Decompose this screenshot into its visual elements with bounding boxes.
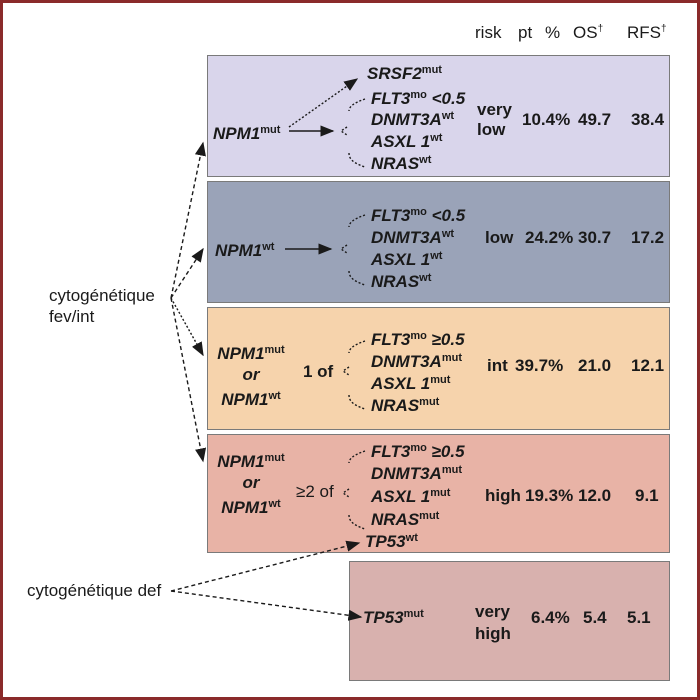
very-low-risk-box [207, 55, 670, 177]
g3-npm-stack: NPM1mut or NPM1wt [217, 452, 285, 517]
header-risk: risk [475, 23, 502, 42]
g2-os: 21.0 [578, 356, 612, 375]
very-high-risk-box [349, 561, 670, 681]
g4-pt-pct: 6.4% [531, 608, 570, 627]
g3-os: 12.0 [578, 486, 612, 505]
header-pct: % [545, 23, 561, 42]
g1-rfs: 17.2 [631, 228, 665, 247]
g0-os: 49.7 [578, 110, 612, 129]
g4-os: 5.4 [583, 608, 607, 627]
tp53-wt-gene: TP53wt [365, 532, 418, 551]
g0-gene-2: ASXL 1wt [371, 132, 443, 151]
arrow-to-npm1mut [170, 141, 206, 299]
g1-gene-1: DNMT3Awt [371, 228, 455, 247]
g2-gene-1: DNMT3Amut [371, 352, 463, 371]
g0-pt-pct: 10.4% [522, 110, 571, 129]
g2-risk: int [487, 356, 508, 375]
arrow-to-npm1wt [170, 247, 204, 299]
g0-gene-0: FLT3mo <0.5 [371, 89, 466, 108]
g3-connector: ≥2 of [296, 482, 334, 501]
g2-gene-2: ASXL 1mut [371, 374, 451, 393]
g4-risk-line1: very [475, 602, 510, 621]
arrow-to-srsf2 [288, 78, 359, 128]
arrow-to-int [170, 297, 204, 357]
g2-pt-pct: 39.7% [515, 356, 564, 375]
header-pt: pt [518, 23, 533, 42]
g1-os: 30.7 [578, 228, 612, 247]
cyto-fev-label-line2: fev/int [49, 307, 95, 326]
connector-arrows [170, 78, 366, 621]
g1-gene-0: FLT3mo <0.5 [371, 206, 466, 225]
g2-npm-stack: NPM1mut or NPM1wt [217, 344, 285, 409]
g3-rfs: 9.1 [635, 486, 659, 505]
g1-gene-3: NRASwt [371, 272, 432, 291]
g0-gene-3: NRASwt [371, 154, 432, 173]
g3-risk: high [485, 486, 521, 505]
g4-rfs: 5.1 [627, 608, 651, 627]
cyto-def-label: cytogénétique def [27, 581, 162, 600]
high-risk-box [207, 434, 670, 553]
g0-risk-line1: very [477, 100, 512, 119]
g0-rfs: 38.4 [631, 110, 665, 129]
arrow-to-tp53mut [170, 590, 363, 621]
g3-gene-2: ASXL 1mut [371, 487, 451, 506]
header-os: OS† [573, 23, 604, 42]
bracket-top [348, 98, 366, 112]
g3-gene-1: DNMT3Amut [371, 464, 463, 483]
tp53-mut-gene: TP53mut [363, 608, 424, 627]
g2-connector: 1 of [303, 362, 334, 381]
arrow-to-tp53wt [170, 540, 361, 592]
g0-gene-1: DNMT3Awt [371, 110, 455, 129]
g2-rfs: 12.1 [631, 356, 665, 375]
npm1-mut-label: NPM1mut [213, 124, 281, 143]
low-risk-box [207, 181, 670, 303]
g1-risk: low [485, 228, 514, 247]
g1-gene-2: ASXL 1wt [371, 250, 443, 269]
g2-gene-0: FLT3mo ≥0.5 [371, 330, 465, 349]
g3-gene-0: FLT3mo ≥0.5 [371, 442, 465, 461]
header-rfs: RFS† [627, 23, 667, 42]
arrow-to-high [170, 297, 207, 463]
srsf2-gene: SRSF2mut [367, 64, 442, 83]
int-risk-box [207, 307, 670, 430]
g0-risk-line2: low [477, 120, 506, 139]
cyto-fev-label-line1: cytogénétique [49, 286, 155, 305]
npm1-wt-label: NPM1wt [215, 241, 275, 260]
g3-pt-pct: 19.3% [525, 486, 574, 505]
bracket-mid [339, 126, 348, 136]
bracket-bottom [348, 152, 366, 168]
g1-pt-pct: 24.2% [525, 228, 574, 247]
g4-risk-line2: high [475, 624, 511, 643]
g2-gene-3: NRASmut [371, 396, 440, 415]
g3-gene-3: NRASmut [371, 510, 440, 529]
